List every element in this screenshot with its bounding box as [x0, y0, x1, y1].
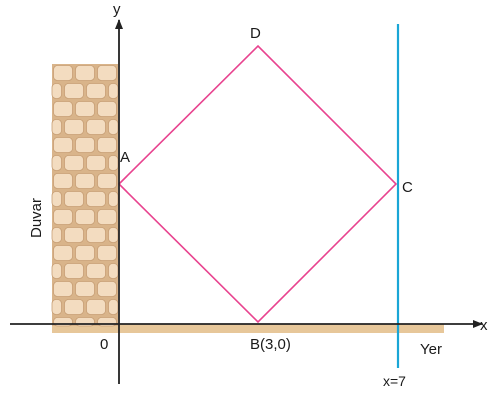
wall-brick [97, 137, 117, 153]
ground-label: Yer [420, 341, 442, 358]
x-axis-label: x [480, 317, 488, 334]
wall-brick [75, 137, 95, 153]
wall-brick [108, 227, 119, 243]
wall [51, 64, 119, 327]
wall-brick [53, 137, 73, 153]
wall-brick [53, 209, 73, 225]
wall-brick [75, 209, 95, 225]
wall-brick [86, 191, 106, 207]
wall-brick [108, 83, 119, 99]
wall-label: Duvar [28, 198, 45, 238]
wall-brick [51, 263, 62, 279]
wall-brick [86, 227, 106, 243]
ground-strip [52, 324, 444, 333]
y-axis-label: y [113, 1, 121, 18]
wall-brick [51, 155, 62, 171]
wall-brick [108, 263, 119, 279]
wall-brick [64, 299, 84, 315]
wall-brick [53, 65, 73, 81]
wall-brick [108, 191, 119, 207]
wall-brick [64, 83, 84, 99]
wall-brick [64, 155, 84, 171]
wall-brick [51, 119, 62, 135]
vertical-line-label: x=7 [383, 373, 406, 389]
wall-brick [86, 299, 106, 315]
point-c-label: C [402, 179, 413, 196]
wall-brick [86, 263, 106, 279]
point-d-label: D [250, 25, 261, 42]
square-abcd [117, 44, 398, 324]
wall-brick [53, 173, 73, 189]
wall-brick [64, 191, 84, 207]
wall-brick [97, 101, 117, 117]
point-a-label: A [120, 149, 130, 166]
wall-brick [51, 227, 62, 243]
wall-brick [97, 173, 117, 189]
wall-brick [108, 299, 119, 315]
wall-brick [64, 119, 84, 135]
wall-brick [75, 173, 95, 189]
wall-brick [86, 155, 106, 171]
wall-brick [75, 281, 95, 297]
wall-brick [97, 281, 117, 297]
wall-brick [86, 83, 106, 99]
wall-brick [51, 83, 62, 99]
wall-brick [53, 281, 73, 297]
origin-label: 0 [100, 336, 108, 353]
wall-brick [64, 227, 84, 243]
wall-brick [53, 101, 73, 117]
wall-brick [51, 299, 62, 315]
wall-brick [97, 65, 117, 81]
wall-brick [75, 65, 95, 81]
point-b-label: B(3,0) [250, 336, 291, 353]
wall-brick [51, 191, 62, 207]
wall-brick [75, 245, 95, 261]
wall-brick [64, 263, 84, 279]
wall-brick [97, 245, 117, 261]
wall-brick [108, 155, 119, 171]
wall-brick [75, 101, 95, 117]
wall-brick [108, 119, 119, 135]
wall-bricks [51, 65, 119, 327]
wall-brick [86, 119, 106, 135]
wall-brick [97, 209, 117, 225]
wall-brick [53, 245, 73, 261]
